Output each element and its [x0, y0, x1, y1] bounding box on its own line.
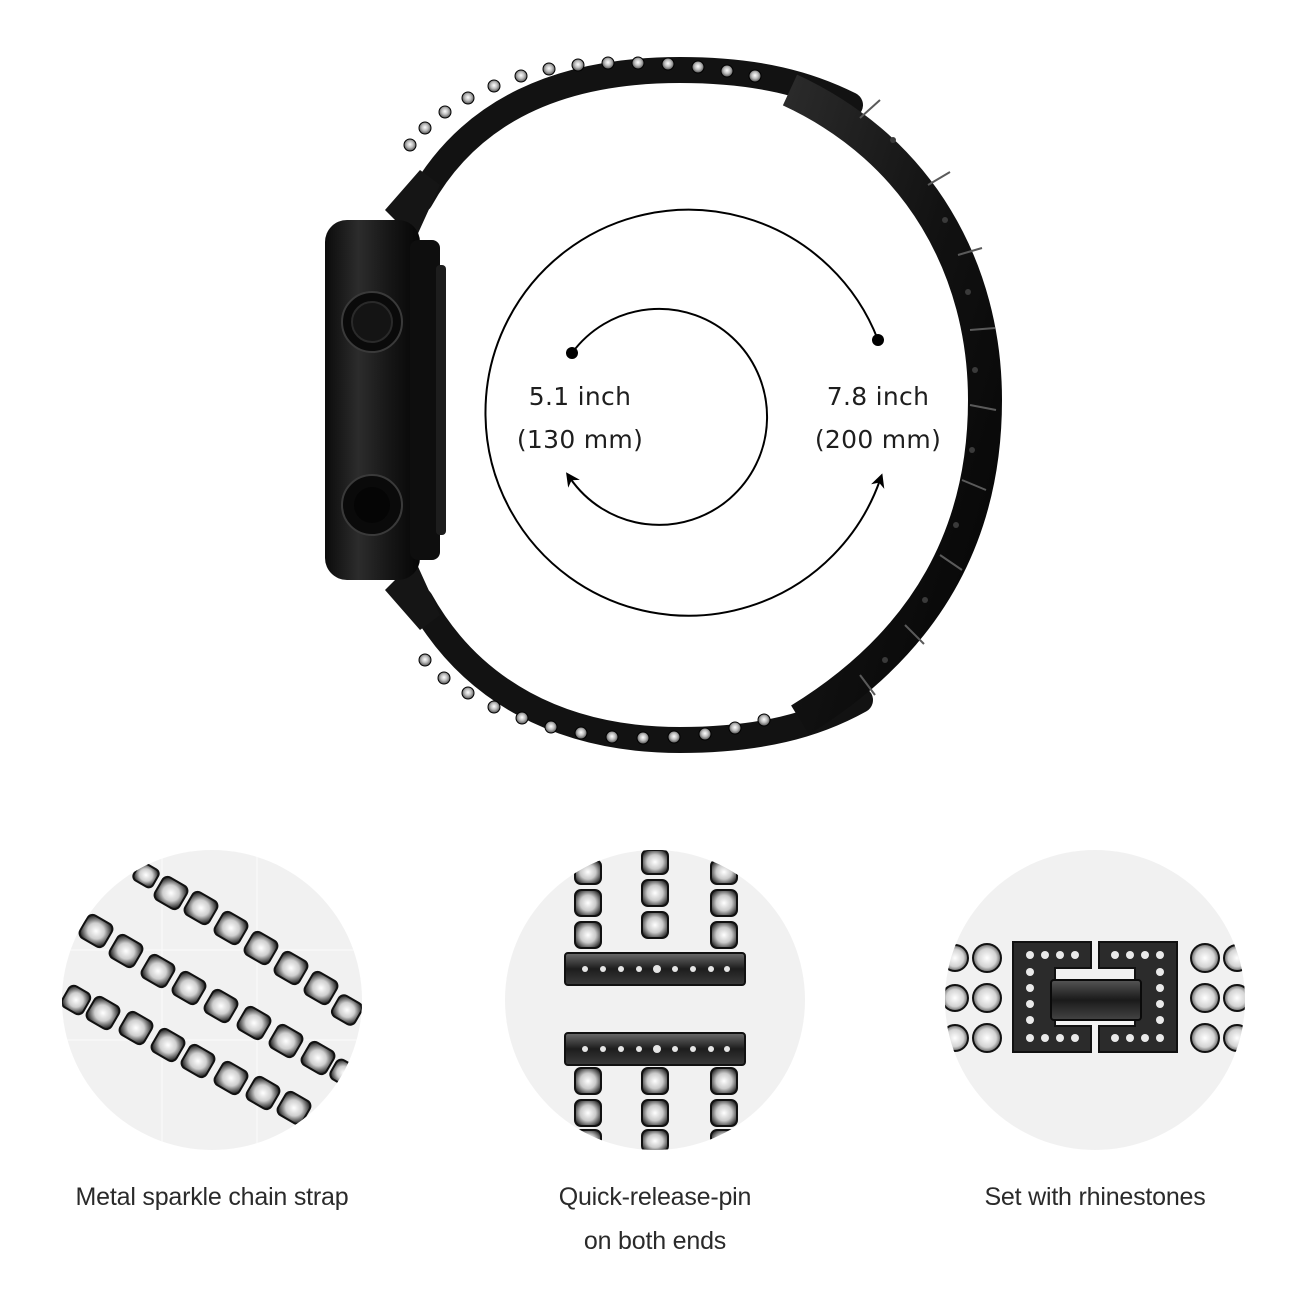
feature-caption: Metal sparkle chain strap [75, 1183, 349, 1211]
max-size-label: 7.8 inch (200 mm) [798, 375, 958, 461]
max-size-mm: (200 mm) [814, 425, 942, 454]
feature-quick-release-pin: Quick-release-pin on both ends [495, 850, 815, 1255]
watch-band-size-diagram [325, 56, 1003, 754]
min-size-inches: 5.1 inch [528, 382, 632, 411]
feature-sparkle-chain: Metal sparkle chain strap [52, 850, 372, 1250]
feature-caption: Set with rhinestones [984, 1183, 1206, 1211]
max-size-start-dot [872, 334, 884, 346]
size-range-diagram [484, 208, 885, 617]
min-size-arc [566, 307, 769, 526]
rhinestone-chain-icon [62, 850, 362, 1150]
watch-case [325, 170, 446, 630]
max-size-arc [484, 208, 885, 617]
min-size-label: 5.1 inch (130 mm) [500, 375, 660, 461]
feature-caption: Quick-release-pin on both ends [558, 1183, 752, 1255]
max-size-inches: 7.8 inch [826, 382, 930, 411]
quick-release-bar-top [564, 952, 746, 986]
quick-release-bar-bottom [564, 1032, 746, 1066]
crown-button-top [341, 291, 403, 353]
crown-button-bottom [341, 474, 403, 536]
clasp-latch [1050, 979, 1142, 1021]
rhinestone-clasp-icon [945, 850, 1245, 1150]
feature-rhinestone-clasp: Set with rhinestones [935, 850, 1255, 1250]
min-size-mm: (130 mm) [516, 425, 644, 454]
metal-link-band-segment [782, 74, 1003, 735]
quick-release-pin-icon [505, 850, 805, 1150]
min-size-start-dot [566, 347, 578, 359]
